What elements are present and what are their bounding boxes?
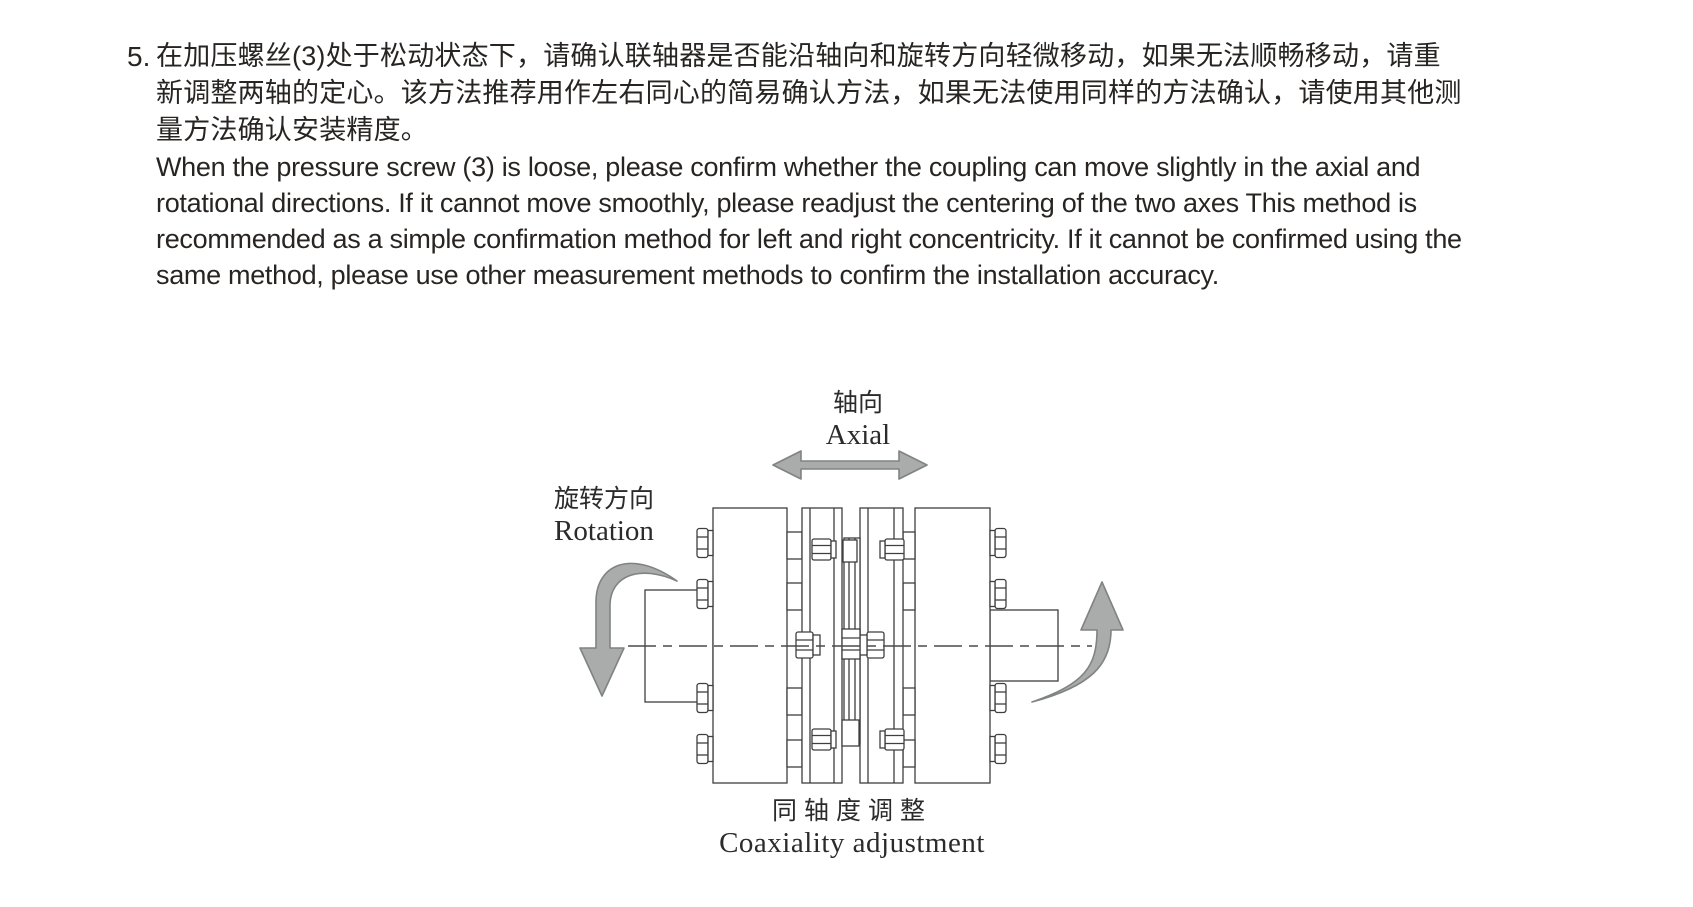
instruction-item: 5. 在加压螺丝(3)处于松动状态下，请确认联轴器是否能沿轴向和旋转方向轻微移动… xyxy=(127,38,1467,293)
item-number: 5. xyxy=(127,41,151,72)
paragraph-english: When the pressure screw (3) is loose, pl… xyxy=(156,152,1462,290)
coupling-diagram xyxy=(579,450,1124,784)
diagram-caption: 同轴度调整 Coaxiality adjustment xyxy=(662,796,1042,859)
diagram-caption-zh: 同轴度调整 xyxy=(771,798,932,825)
rotation-label: 旋转方向 Rotation xyxy=(504,484,704,547)
rotation-label-en: Rotation xyxy=(554,515,654,547)
item-body: 在加压螺丝(3)处于松动状态下，请确认联轴器是否能沿轴向和旋转方向轻微移动，如果… xyxy=(156,38,1467,293)
paragraph-chinese: 在加压螺丝(3)处于松动状态下，请确认联轴器是否能沿轴向和旋转方向轻微移动，如果… xyxy=(156,41,1462,145)
disc-pack-bolts xyxy=(795,538,905,751)
rotation-arrow-left-icon xyxy=(579,562,678,697)
axial-label-en: Axial xyxy=(825,419,891,451)
diagram-caption-en: Coaxiality adjustment xyxy=(719,827,985,859)
axial-label-zh: 轴向 xyxy=(832,390,883,417)
rotation-arrow-right-icon xyxy=(1031,581,1124,703)
spacer-tabs xyxy=(786,531,916,768)
axial-arrow-icon xyxy=(772,450,928,480)
axial-label: 轴向 Axial xyxy=(758,388,958,451)
rotation-label-zh: 旋转方向 xyxy=(553,486,654,513)
